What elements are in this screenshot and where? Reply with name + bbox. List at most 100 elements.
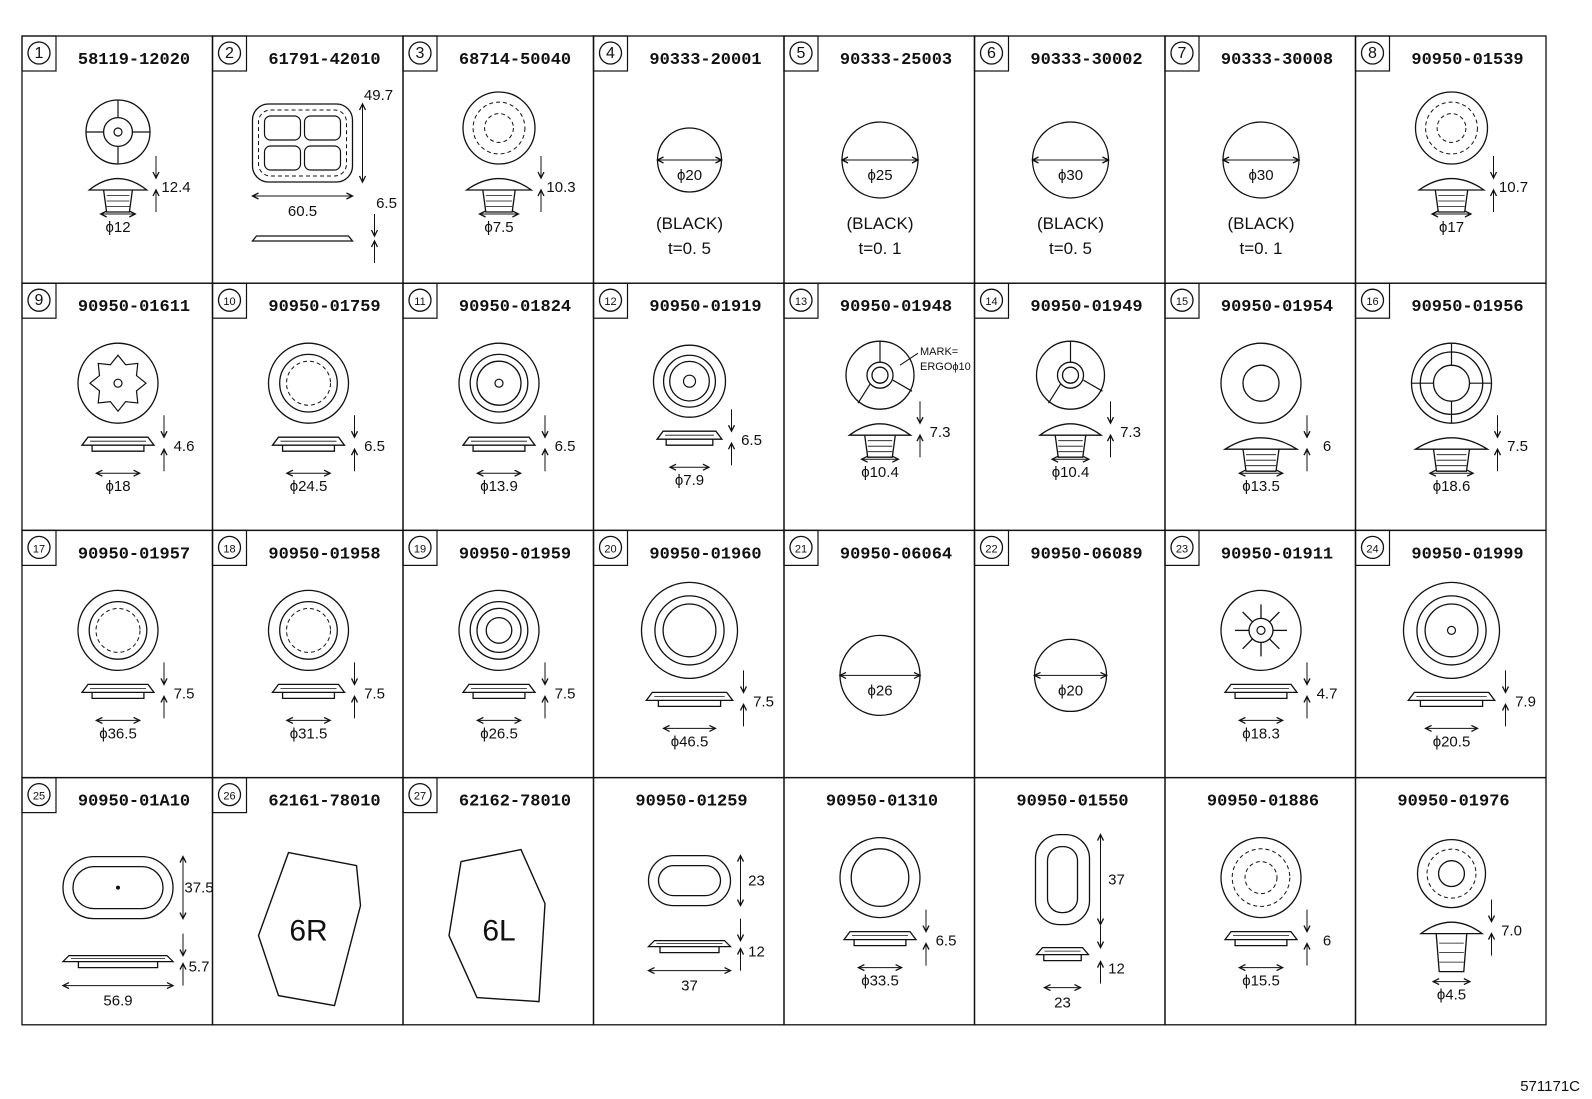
index-number: 25 — [33, 791, 45, 803]
side-profile — [461, 683, 537, 694]
material-note: (BLACK) — [1227, 214, 1294, 233]
face-ring — [1242, 364, 1280, 402]
material-note: (BLACK) — [656, 214, 723, 233]
index-number: 26 — [223, 791, 235, 803]
index-number: 7 — [1178, 45, 1187, 62]
dimension-label: 6.5 — [376, 195, 397, 212]
spoke — [1242, 611, 1253, 623]
index-circle — [1170, 288, 1194, 312]
slot-line — [1083, 379, 1103, 392]
arrow-head — [724, 967, 732, 975]
dimension-label: 7.5 — [555, 685, 576, 702]
arrow-head — [1096, 960, 1105, 968]
arrow-head — [179, 855, 187, 863]
face-ring — [1425, 101, 1478, 155]
dimension-label: ϕ15.5 — [1242, 973, 1280, 990]
part-number: 90950-01954 — [1221, 298, 1333, 317]
index-circle — [408, 288, 432, 312]
side-profile-neck — [1234, 939, 1288, 947]
side-profile-neck — [281, 445, 336, 452]
side-profile-neck — [1234, 692, 1288, 700]
cap-neck — [1054, 435, 1087, 458]
arrow-head — [99, 210, 108, 218]
side-profile — [655, 430, 724, 440]
side-profile — [461, 436, 537, 446]
arrow-head — [1489, 188, 1498, 197]
arrow-head — [1501, 686, 1510, 694]
side-profile-neck — [472, 445, 526, 452]
side-profile-neck — [665, 439, 714, 446]
arrow-head — [715, 156, 723, 164]
dimension-label: ϕ17 — [1439, 219, 1464, 236]
index-box — [211, 776, 248, 814]
index-number: 23 — [1176, 543, 1188, 555]
dimension-label: ϕ20.5 — [1433, 733, 1471, 750]
cap-neck — [1242, 449, 1280, 472]
index-box — [1164, 35, 1200, 72]
arrow-head — [1493, 447, 1502, 456]
dimension-label: ϕ10.4 — [1052, 464, 1090, 481]
cap-profile — [1037, 423, 1104, 436]
cell-border — [973, 282, 1166, 532]
arrow-head — [1074, 984, 1082, 992]
arrow-head — [1031, 156, 1039, 164]
arrow-head — [840, 156, 849, 164]
frame — [251, 103, 354, 183]
arrow-head — [1100, 671, 1108, 679]
index-circle — [789, 288, 813, 312]
arrow-head — [702, 463, 711, 471]
arrow-head — [1303, 678, 1311, 686]
arrow-head — [1050, 455, 1059, 463]
dimension-label: 37 — [1108, 872, 1125, 889]
arrow-head — [128, 210, 137, 218]
face-outer — [1220, 342, 1302, 424]
arrow-head — [892, 455, 900, 463]
face-ring — [662, 354, 717, 408]
part-number: 90950-01948 — [840, 298, 952, 317]
cap-neck — [864, 435, 896, 458]
arrow-head — [537, 171, 545, 180]
arrow-head — [856, 964, 865, 972]
cell-border — [21, 776, 214, 1026]
arrow-head — [94, 716, 103, 724]
side-profile-neck — [91, 692, 145, 700]
index-circle — [789, 535, 813, 560]
arrow-head — [911, 156, 920, 164]
index-box — [973, 282, 1010, 319]
arrow-head — [1424, 724, 1432, 732]
window — [303, 145, 342, 171]
side-profile-neck — [657, 700, 722, 708]
side-profile — [646, 939, 733, 948]
face-ring — [1426, 848, 1477, 899]
arrow-head — [160, 678, 168, 686]
face-ring — [1231, 848, 1291, 907]
cell-border — [1354, 35, 1547, 284]
dimension-label: ϕ13.9 — [480, 478, 518, 495]
dimension-label: ϕ4.5 — [1437, 987, 1466, 1004]
center-hole — [1446, 625, 1457, 636]
dimension-label: ϕ46.5 — [671, 733, 709, 750]
oval-outer — [647, 854, 732, 907]
face-outer — [267, 342, 350, 424]
index-number: 20 — [604, 543, 616, 555]
part-number: 90950-01310 — [826, 793, 938, 812]
dimension-label: ϕ31.5 — [290, 725, 328, 742]
face-ring — [1416, 595, 1487, 666]
index-number: 1 — [35, 45, 44, 62]
arrow-head — [736, 899, 745, 908]
leader-line — [899, 352, 919, 366]
arrow-head — [285, 716, 294, 724]
side-profile — [842, 930, 918, 941]
arrow-head — [1428, 469, 1437, 477]
thickness-note: t=0. 1 — [1239, 239, 1282, 258]
index-circle — [27, 288, 51, 312]
plate-marking: 6L — [482, 915, 515, 948]
cell-border — [402, 776, 595, 1026]
index-box — [592, 35, 629, 72]
side-profile-neck — [281, 692, 336, 700]
